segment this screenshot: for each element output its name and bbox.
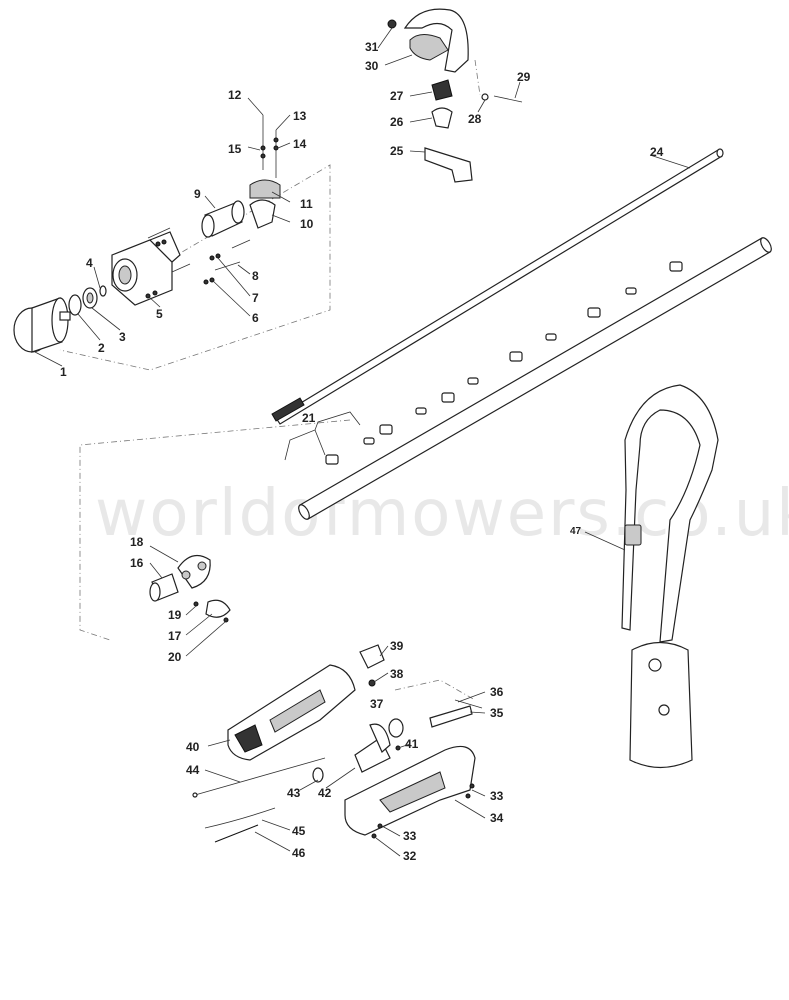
- label-part-13: 13: [293, 109, 307, 123]
- label-part-7: 7: [252, 291, 259, 305]
- part-labels: 1 2 3 4 5 6 7 8 9 10 11 12 13 14 15 16 1…: [60, 40, 664, 863]
- label-part-29: 29: [517, 70, 531, 84]
- label-part-33-upper: 33: [490, 789, 504, 803]
- label-part-33-lower: 33: [403, 829, 417, 843]
- leader-lines: [34, 27, 691, 857]
- label-part-42: 42: [318, 786, 332, 800]
- label-part-12: 12: [228, 88, 242, 102]
- label-part-44: 44: [186, 763, 200, 777]
- upper-drive-shaft: [271, 148, 724, 425]
- handle-cover: [344, 745, 476, 839]
- label-part-35: 35: [490, 706, 504, 720]
- harness-strap: [621, 384, 719, 769]
- label-part-1: 1: [60, 365, 67, 379]
- label-part-15: 15: [228, 142, 242, 156]
- label-part-32: 32: [403, 849, 417, 863]
- label-part-26: 26: [390, 115, 404, 129]
- label-part-31: 31: [365, 40, 379, 54]
- label-part-21: 21: [302, 411, 316, 425]
- label-part-47: 47: [570, 526, 582, 537]
- label-part-20: 20: [168, 650, 182, 664]
- label-part-38: 38: [390, 667, 404, 681]
- label-part-16: 16: [130, 556, 144, 570]
- assembly-dash-lines: [59, 59, 481, 701]
- label-part-14: 14: [293, 137, 307, 151]
- label-part-9: 9: [194, 187, 201, 201]
- label-part-4: 4: [86, 256, 93, 270]
- label-part-34: 34: [490, 811, 504, 825]
- label-part-37: 37: [370, 697, 384, 711]
- label-part-27: 27: [390, 89, 404, 103]
- label-part-36: 36: [490, 685, 504, 699]
- tube-bracket-group: [149, 554, 231, 623]
- label-part-19: 19: [168, 608, 182, 622]
- label-part-28: 28: [468, 112, 482, 126]
- drive-tube: [298, 237, 772, 520]
- label-part-10: 10: [300, 217, 314, 231]
- label-part-46: 46: [292, 846, 306, 860]
- rear-handle-housing: [227, 644, 385, 761]
- label-part-43: 43: [287, 786, 301, 800]
- label-part-18: 18: [130, 535, 144, 549]
- label-part-40: 40: [186, 740, 200, 754]
- label-part-6: 6: [252, 311, 259, 325]
- label-part-24: 24: [650, 145, 664, 159]
- label-part-3: 3: [119, 330, 126, 344]
- label-part-30: 30: [365, 59, 379, 73]
- trigger-parts: [312, 718, 404, 783]
- label-part-25: 25: [390, 144, 404, 158]
- tube-bushings: [325, 261, 683, 465]
- gear-head-assembly: [13, 115, 281, 353]
- label-part-5: 5: [156, 307, 163, 321]
- label-part-2: 2: [98, 341, 105, 355]
- handle-assembly: [387, 8, 523, 183]
- label-part-41: 41: [405, 737, 419, 751]
- label-part-17: 17: [168, 629, 182, 643]
- throttle-lever: [429, 699, 483, 728]
- cables-and-rod: [192, 757, 326, 843]
- label-part-39: 39: [390, 639, 404, 653]
- label-part-11: 11: [300, 197, 313, 211]
- label-part-8: 8: [252, 269, 259, 283]
- label-part-45: 45: [292, 824, 306, 838]
